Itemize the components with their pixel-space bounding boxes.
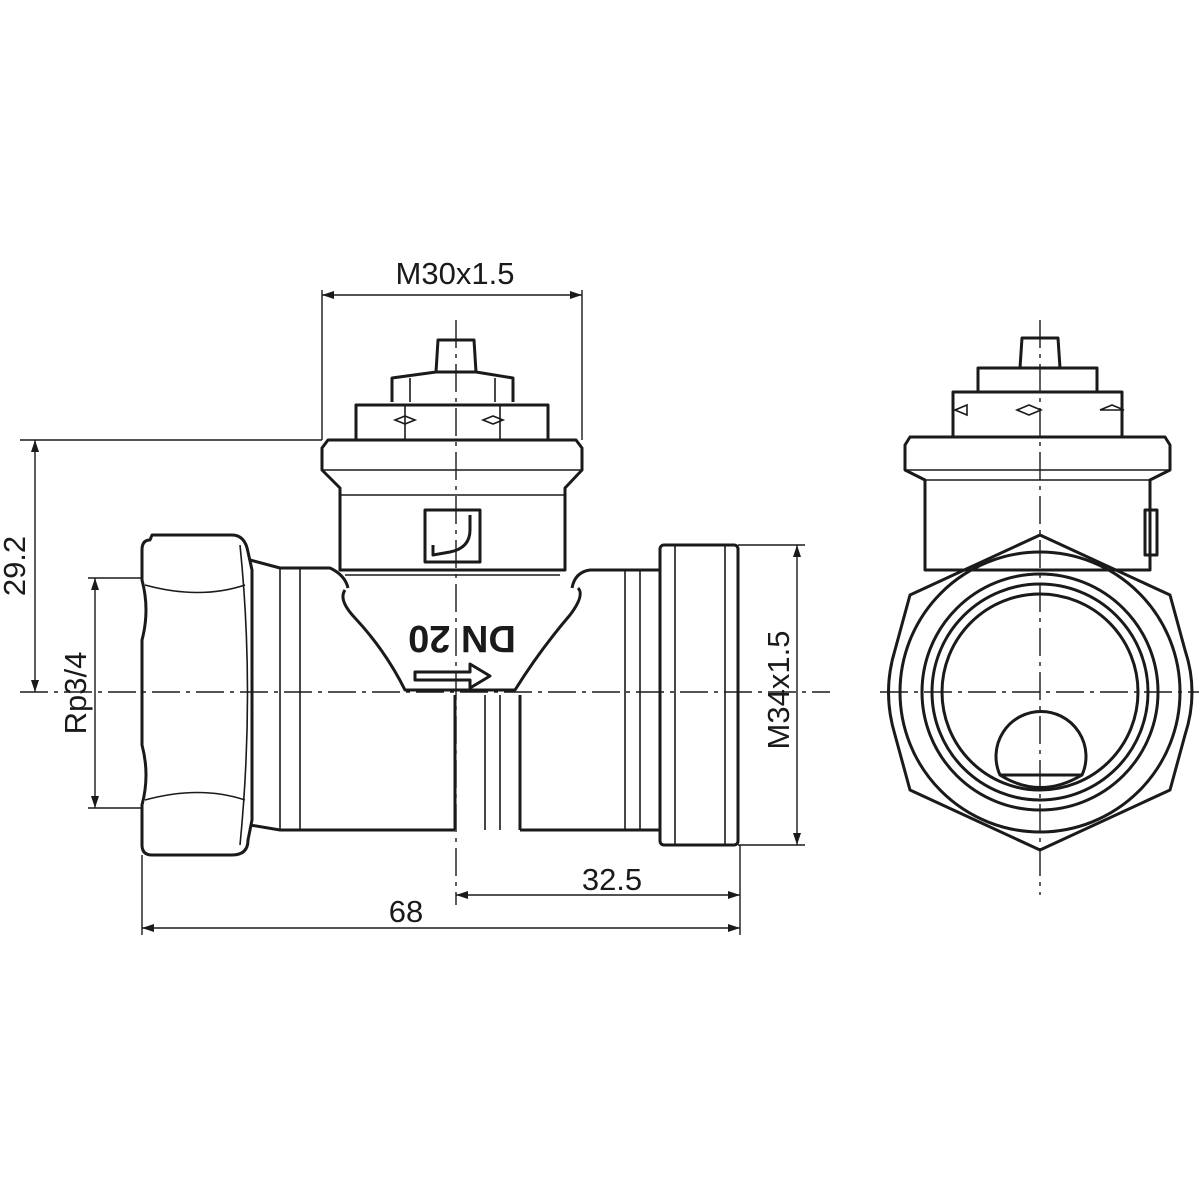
flow-direction-arrow-icon bbox=[413, 662, 492, 690]
valve-spindle-head bbox=[354, 338, 550, 440]
dim-axis-to-outlet: 32.5 bbox=[582, 862, 642, 897]
outlet-bore bbox=[994, 710, 1088, 777]
outlet-thread-connector bbox=[658, 543, 740, 847]
front-view: DN 20 bbox=[20, 320, 830, 905]
dim-cap-thread: M30x1.5 bbox=[396, 256, 515, 291]
dim-inlet-thread: Rp3/4 bbox=[58, 652, 93, 735]
dim-outlet-thread: M34x1.5 bbox=[761, 631, 796, 750]
dim-height-to-axis: 29.2 bbox=[0, 536, 32, 596]
valve-body-pipe bbox=[249, 558, 660, 832]
dimensions: M30x1.5 29.2 Rp3/4 M34x1.5 32.5 68 bbox=[0, 256, 805, 935]
valve-body-cone bbox=[341, 586, 582, 692]
inlet-hex-nut bbox=[140, 533, 254, 857]
body-marking-text: DN 20 bbox=[408, 617, 516, 659]
valve-bonnet bbox=[320, 438, 584, 576]
side-view bbox=[880, 320, 1199, 895]
manufacturer-logo-icon bbox=[423, 508, 482, 564]
side-hex-nut bbox=[887, 533, 1194, 852]
dim-overall-length: 68 bbox=[389, 894, 423, 929]
